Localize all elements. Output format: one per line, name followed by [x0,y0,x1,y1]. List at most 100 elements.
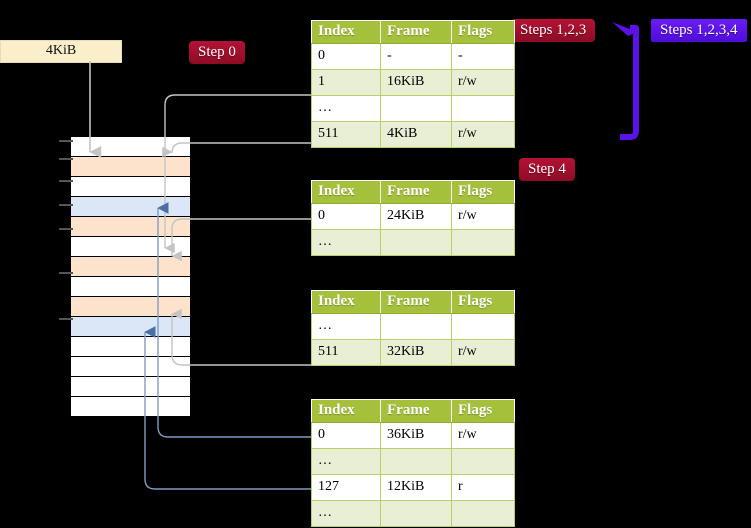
table-row: … [311,500,515,527]
table-cell [451,95,515,122]
physical-memory-column [71,136,190,416]
table-cell: 24KiB [380,203,452,230]
memory-frame-box-4kib: 4KiB [0,40,122,63]
memory-scale-tick [59,318,73,320]
table-cell: 0 [311,43,381,70]
table-cell: r/w [451,69,515,96]
table-cell: 32KiB [380,339,452,366]
table-cell: … [311,448,381,475]
table-cell: … [311,229,381,256]
column-header-frame: Frame [380,180,452,204]
table-cell: 1 [311,69,381,96]
memory-row [71,236,190,256]
badge-step-0-label: Step 0 [198,44,236,60]
table-cell [380,313,452,340]
table-cell: r/w [451,339,515,366]
badge-steps-1234-label: Steps 1,2,3,4 [660,22,738,38]
table-cell [451,448,515,475]
table-cell: … [311,313,381,340]
memory-scale-tick [59,228,73,230]
table-cell [380,500,452,527]
badge-step-4: Step 4 [519,158,575,181]
table-cell: … [311,95,381,122]
column-header-index: Index [311,399,381,423]
memory-row [71,316,190,336]
column-header-frame: Frame [380,399,452,423]
memory-row [71,176,190,196]
table-cell: 511 [311,339,381,366]
memory-row [71,256,190,276]
column-header-index: Index [311,180,381,204]
table-cell [380,95,452,122]
table-cell: 511 [311,121,381,148]
table-cell: 36KiB [380,422,452,449]
table-cell [451,229,515,256]
badge-step-0: Step 0 [189,41,245,64]
table-row: 0-- [311,43,515,70]
memory-scale-tick [59,180,73,182]
table-cell: 0 [311,422,381,449]
memory-scale-tick [59,272,73,274]
column-header-flags: Flags [451,20,515,44]
memory-row [71,296,190,316]
table-cell: … [311,500,381,527]
table-cell [451,313,515,340]
memory-row [71,336,190,356]
memory-frame-box-label: 4KiB [45,43,77,58]
memory-rows [71,136,190,416]
column-header-frame: Frame [380,290,452,314]
table-cell [380,448,452,475]
memory-scale-tick [59,204,73,206]
badge-step-4-label: Step 4 [528,161,566,177]
column-header-flags: Flags [451,290,515,314]
badge-steps-123-label: Steps 1,2,3 [520,22,587,38]
table-cell: 0 [311,203,381,230]
table-cell: r/w [451,203,515,230]
column-header-flags: Flags [451,399,515,423]
table-cell: r/w [451,121,515,148]
column-header-frame: Frame [380,20,452,44]
table-row: … [311,95,515,122]
column-header-flags: Flags [451,180,515,204]
badge-steps-123: Steps 1,2,3 [511,19,596,42]
table-cell: - [451,43,515,70]
table-cell: 127 [311,474,381,501]
table-cell: 16KiB [380,69,452,96]
column-header-index: Index [311,20,381,44]
table-cell: 4KiB [380,121,452,148]
memory-row [71,216,190,236]
table-cell: - [380,43,452,70]
table-cell [451,500,515,527]
table-row: … [311,313,515,340]
badge-steps-1234: Steps 1,2,3,4 [651,19,747,42]
table-cell: r/w [451,422,515,449]
memory-scale-tick [59,140,73,142]
column-header-index: Index [311,290,381,314]
table-row: … [311,229,515,256]
memory-row [71,396,190,416]
table-cell: r [451,474,515,501]
memory-row [71,356,190,376]
memory-row [71,196,190,216]
table-cell: 12KiB [380,474,452,501]
table-row: … [311,448,515,475]
memory-row [71,156,190,176]
table-cell [380,229,452,256]
memory-row [71,276,190,296]
memory-row [71,136,190,156]
